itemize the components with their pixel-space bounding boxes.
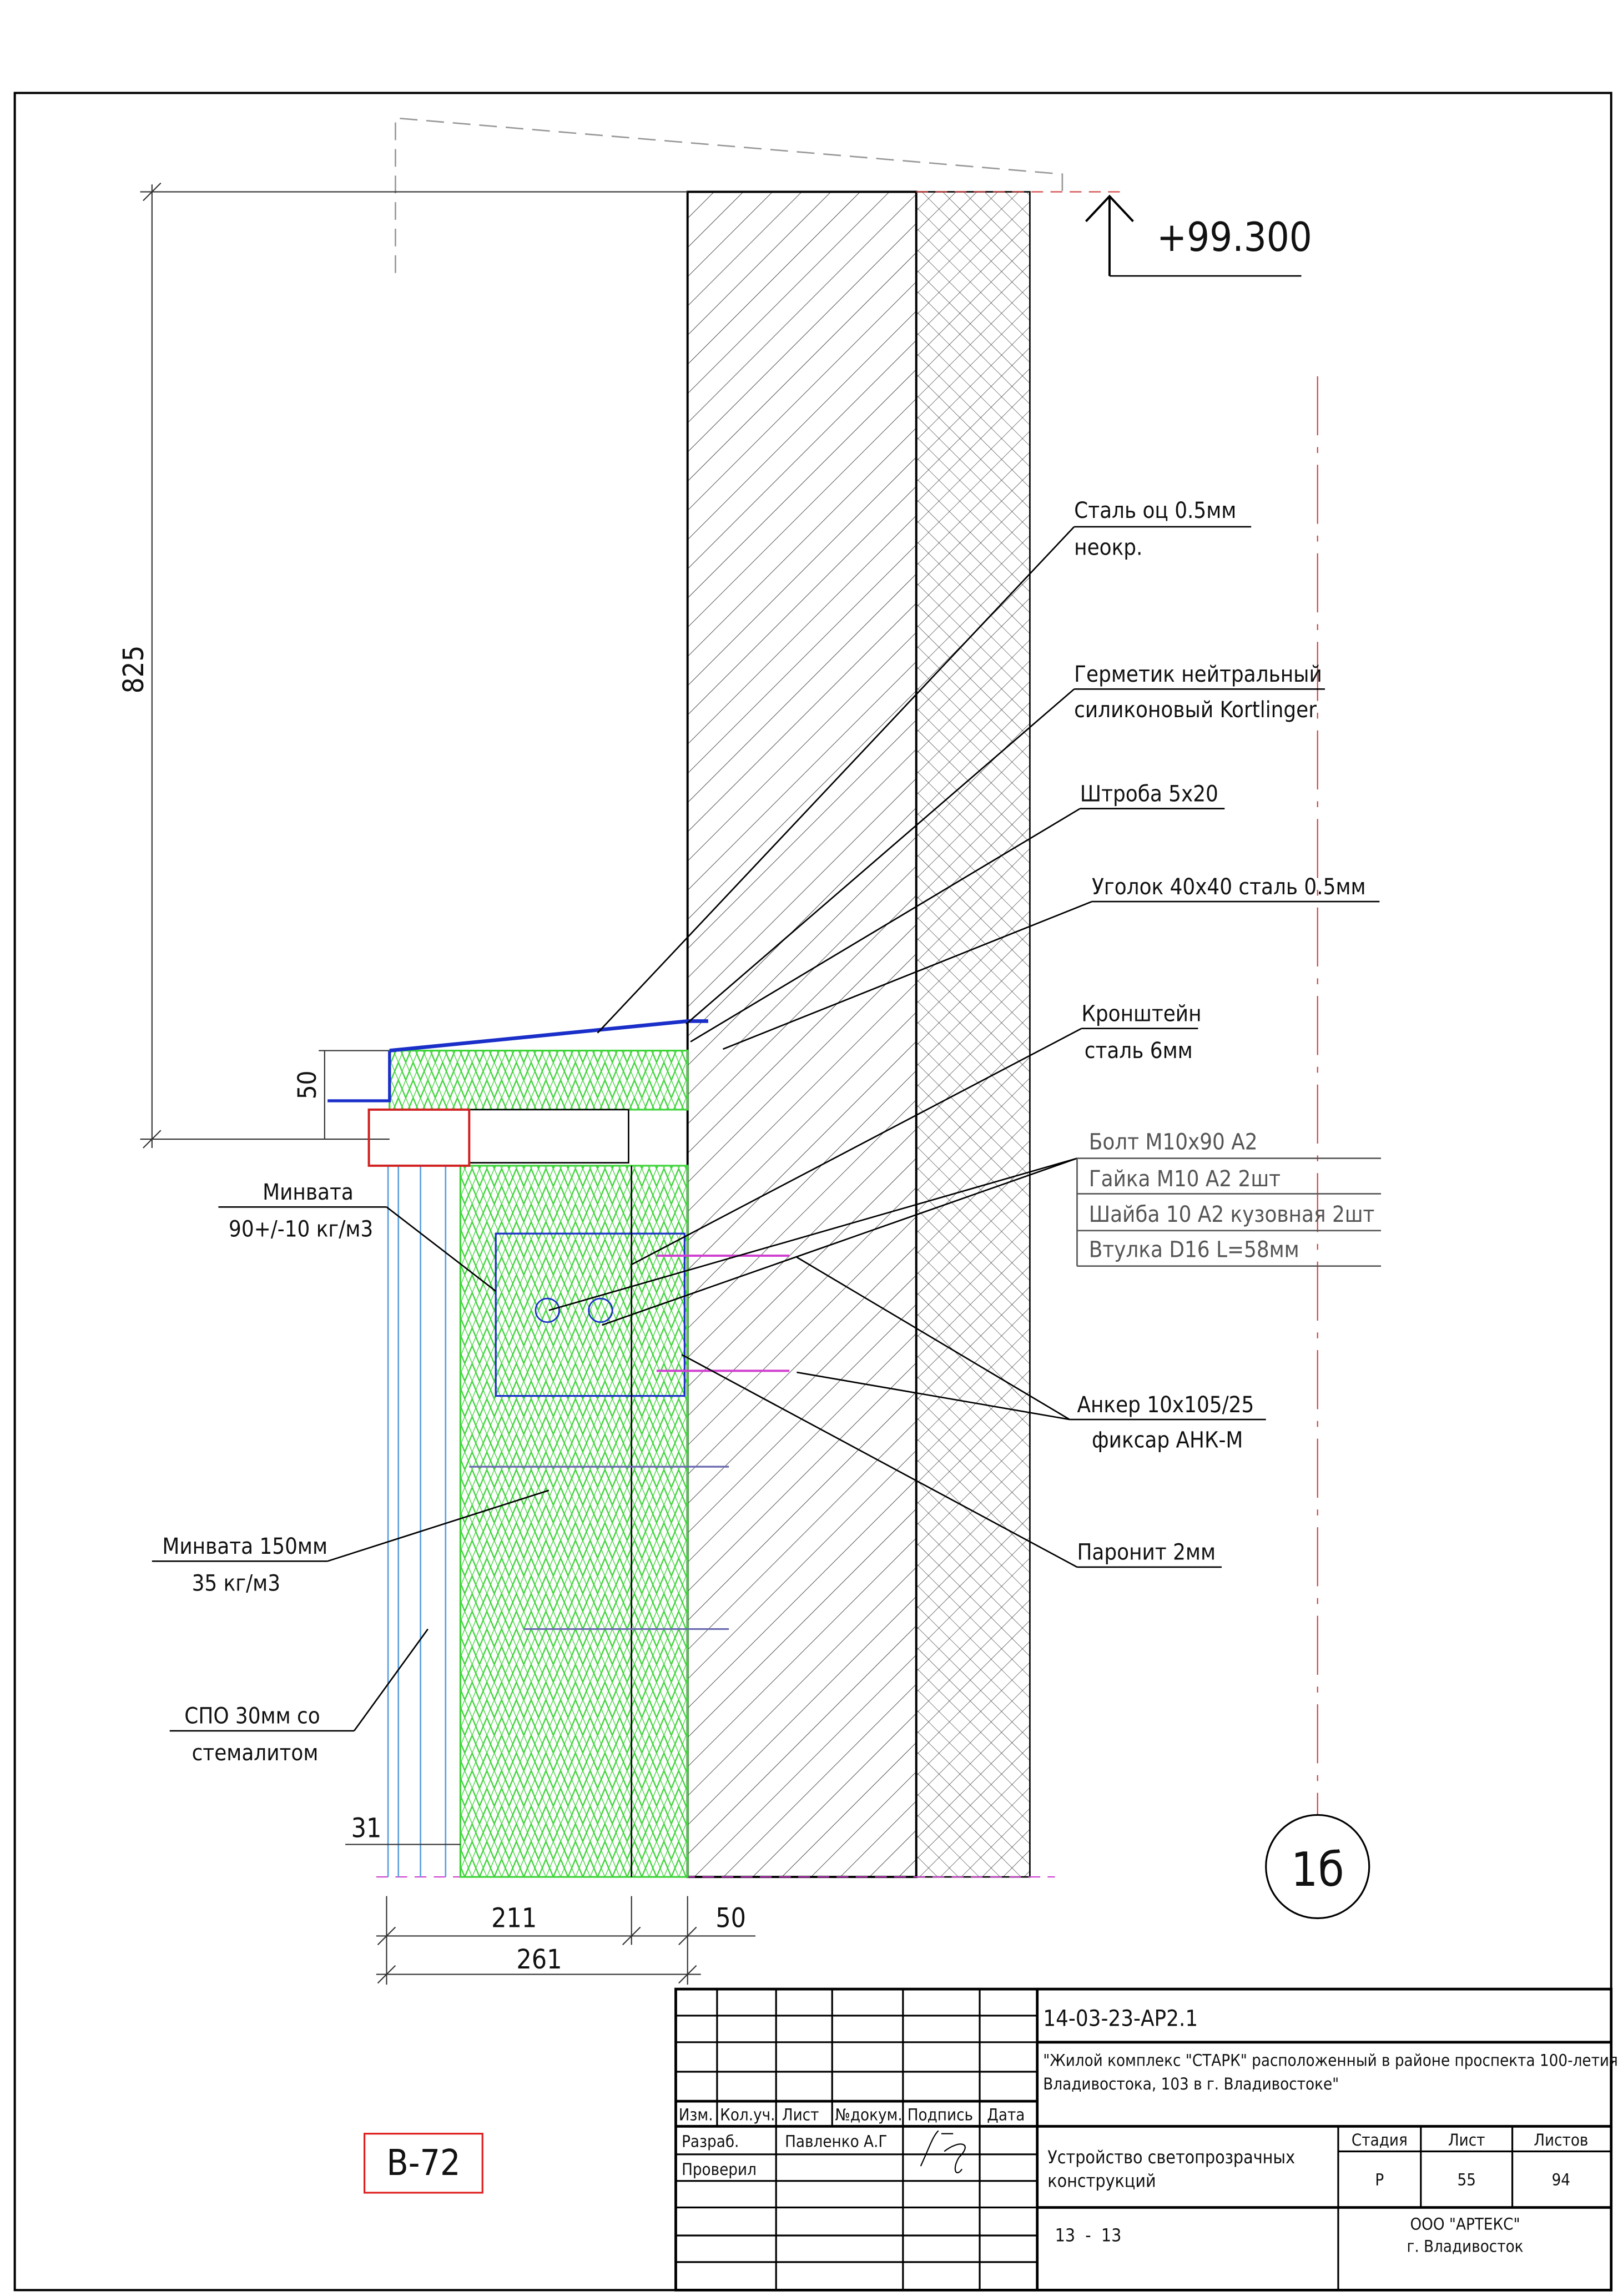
bolt-hole xyxy=(535,1297,560,1323)
sheet-title-2: конструкций xyxy=(1047,2170,1156,2191)
label-angle: Уголок 40х40 сталь 0.5мм xyxy=(1092,874,1366,900)
dim-261: 261 xyxy=(516,1945,562,1975)
header-doc: №докум. xyxy=(835,2106,903,2124)
parapet-outline xyxy=(395,117,1063,273)
bracket xyxy=(495,1232,686,1397)
label-steel: Сталь оц 0.5мм xyxy=(1074,498,1236,523)
label-steel-2: неокр. xyxy=(1074,535,1142,560)
fastener-bolt: Болт М10х90 А2 xyxy=(1089,1130,1258,1155)
label-minwool-2: 90+/-10 кг/м3 xyxy=(229,1216,373,1242)
label-paronite: Паронит 2мм xyxy=(1077,1540,1216,1565)
label-sealant: Герметик нейтральный xyxy=(1074,662,1322,687)
level-value: +99.300 xyxy=(1157,214,1312,260)
company: ООО "АРТЕКС" xyxy=(1410,2214,1520,2233)
dim-211: 211 xyxy=(491,1903,537,1934)
header-izm: Изм. xyxy=(679,2106,713,2124)
fastener-nut: Гайка М10 А2 2шт xyxy=(1089,1166,1281,1192)
dim-50-vertical: 50 xyxy=(293,1071,322,1100)
label-bracket: Кронштейн xyxy=(1081,1001,1201,1026)
anchors xyxy=(656,1255,790,1372)
developer-name: Павленко А.Г xyxy=(785,2132,887,2151)
label-spo-2: стемалитом xyxy=(192,1740,319,1766)
section-mark: 1б xyxy=(1291,1842,1344,1897)
bottom-dimensions xyxy=(345,1844,755,1985)
city: г. Владивосток xyxy=(1407,2237,1524,2255)
sheet-tag: В-72 xyxy=(386,2143,460,2184)
leader-lines xyxy=(152,526,1380,1732)
sheet-tag-box xyxy=(364,2133,483,2194)
label-anchor: Анкер 10х105/25 xyxy=(1077,1392,1254,1418)
project-name-2: Владивостока, 103 в г. Владивостоке" xyxy=(1043,2075,1339,2093)
parapet-insulation xyxy=(389,1049,689,1111)
stage-label: Стадия xyxy=(1352,2131,1408,2149)
header-kol: Кол.уч. xyxy=(720,2106,775,2124)
fastener-sleeve: Втулка D16 L=58мм xyxy=(1089,1237,1299,1263)
sheet-label: Лист xyxy=(1448,2131,1485,2149)
sheet-title-1: Устройство светопрозрачных xyxy=(1047,2147,1295,2168)
main-insulation xyxy=(459,1165,689,1878)
fastener-washer: Шайба 10 А2 кузовная 2шт xyxy=(1089,1202,1375,1227)
label-minwool150-2: 35 кг/м3 xyxy=(192,1570,280,1596)
frame-profile-fittings xyxy=(367,1108,471,1167)
stage-value: Р xyxy=(1375,2171,1384,2189)
role-developer: Разраб. xyxy=(682,2132,739,2151)
dim-31: 31 xyxy=(351,1813,382,1844)
dim-50: 50 xyxy=(715,1903,746,1934)
fastener-table xyxy=(1076,1157,1382,1267)
label-bracket-2: сталь 6мм xyxy=(1085,1038,1193,1064)
bolt-hole xyxy=(588,1297,613,1323)
dim-825: 825 xyxy=(117,646,150,694)
label-minwool150: Минвата 150мм xyxy=(162,1534,327,1559)
title-block-lines xyxy=(674,1987,1613,2292)
insulation-dowels xyxy=(469,1466,729,1630)
role-checked: Проверил xyxy=(682,2160,757,2179)
wall-insulation xyxy=(915,191,1031,1878)
sheet-value: 55 xyxy=(1457,2171,1475,2189)
header-sign: Подпись xyxy=(908,2106,973,2124)
header-list: Лист xyxy=(782,2106,819,2124)
dimension-825 xyxy=(140,182,688,1149)
label-groove: Штроба 5х20 xyxy=(1080,781,1218,807)
label-spo: СПО 30мм со xyxy=(184,1704,320,1729)
project-name-1: "Жилой комплекс "СТАРК" расположенный в … xyxy=(1043,2051,1617,2070)
signature xyxy=(920,2130,966,2173)
level-mark xyxy=(1085,194,1302,277)
steel-flashing xyxy=(389,1019,708,1053)
glazing-spo xyxy=(387,1165,447,1877)
header-date: Дата xyxy=(987,2106,1025,2124)
label-minwool: Минвата xyxy=(263,1180,354,1205)
label-sealant-2: силиконовый Kortlinger xyxy=(1074,697,1317,723)
sheet-range: 13 - 13 xyxy=(1055,2225,1122,2246)
sheets-value: 94 xyxy=(1552,2171,1570,2189)
doc-code: 14-03-23-АР2.1 xyxy=(1043,2006,1198,2032)
drip-edge xyxy=(327,1050,391,1102)
sheets-label: Листов xyxy=(1534,2131,1588,2149)
window-frame-profile xyxy=(468,1109,629,1164)
concrete-wall xyxy=(686,190,918,1879)
section-mark-circle xyxy=(1265,1814,1370,1920)
label-anchor-2: фиксар АНК-М xyxy=(1092,1428,1243,1453)
